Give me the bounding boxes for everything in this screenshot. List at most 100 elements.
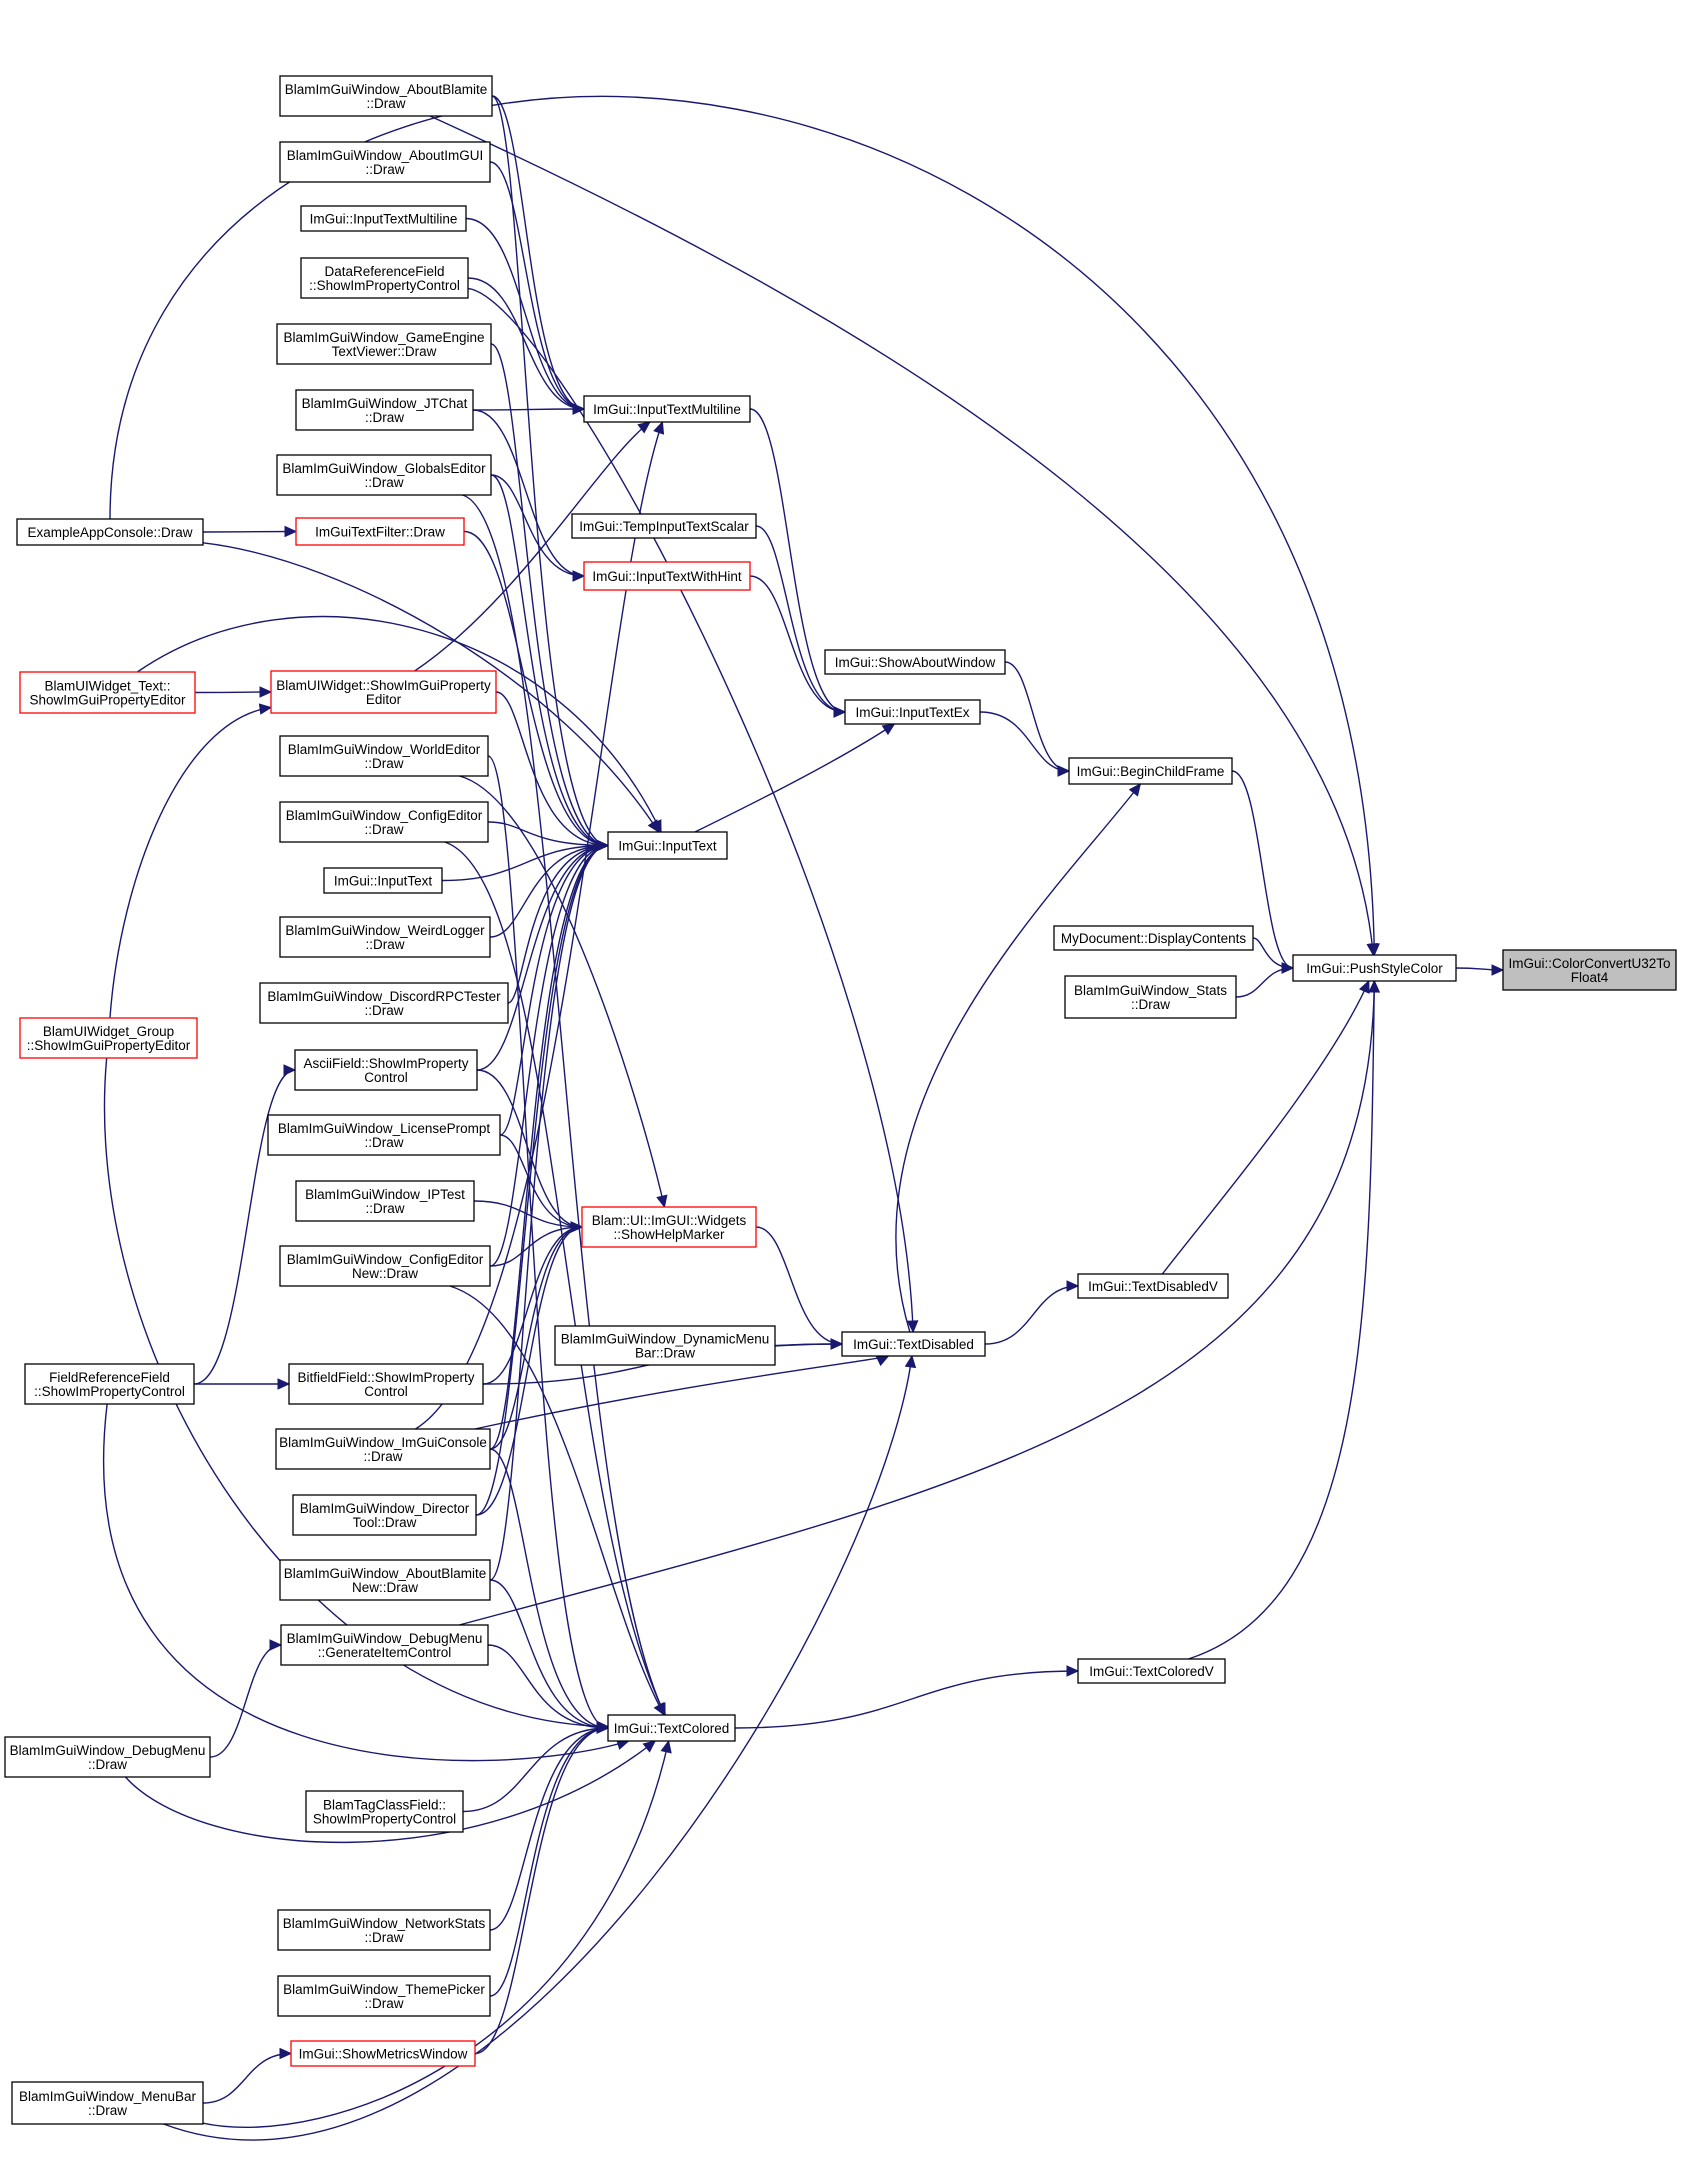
node-box[interactable]: [1502, 949, 1677, 991]
node-iptest[interactable]: BlamImGuiWindow_IPTest::Draw: [295, 1180, 475, 1222]
node-box[interactable]: [300, 257, 469, 299]
node-globals-editor[interactable]: BlamImGuiWindow_GlobalsEditor::Draw: [276, 454, 492, 496]
node-box[interactable]: [279, 735, 489, 777]
node-input-text-hub[interactable]: ImGui::InputText: [607, 831, 728, 860]
node-box[interactable]: [841, 1331, 986, 1357]
node-widget-group[interactable]: BlamUIWidget_Group::ShowImGuiPropertyEdi…: [19, 1017, 198, 1059]
node-input-text-ex[interactable]: ImGui::InputTextEx: [844, 699, 981, 725]
node-box[interactable]: [267, 1114, 501, 1156]
node-box[interactable]: [277, 1975, 491, 2017]
node-box[interactable]: [277, 1909, 491, 1951]
node-discord-rpc[interactable]: BlamImGuiWindow_DiscordRPCTester::Draw: [259, 982, 509, 1024]
node-text-colored[interactable]: ImGui::TextColored: [607, 1714, 736, 1742]
node-box[interactable]: [607, 831, 728, 860]
node-game-engine-text-viewer[interactable]: BlamImGuiWindow_GameEngineTextViewer::Dr…: [276, 323, 492, 365]
node-box[interactable]: [279, 141, 491, 183]
node-box[interactable]: [1064, 975, 1237, 1019]
node-box[interactable]: [275, 1428, 491, 1470]
node-box[interactable]: [554, 1325, 776, 1366]
node-data-reference-field[interactable]: DataReferenceField::ShowImPropertyContro…: [300, 257, 469, 299]
node-push[interactable]: ImGui::PushStyleColor: [1292, 954, 1457, 982]
node-input-text-multiline-hub[interactable]: ImGui::InputTextMultiline: [583, 395, 751, 423]
node-world-editor[interactable]: BlamImGuiWindow_WorldEditor::Draw: [279, 735, 489, 777]
node-text-colored-v[interactable]: ImGui::TextColoredV: [1077, 1658, 1226, 1684]
node-license-prompt[interactable]: BlamImGuiWindow_LicensePrompt::Draw: [267, 1114, 501, 1156]
node-box[interactable]: [279, 916, 491, 958]
node-begin-child-frame[interactable]: ImGui::BeginChildFrame: [1068, 757, 1233, 785]
node-text-disabled[interactable]: ImGui::TextDisabled: [841, 1331, 986, 1357]
node-box[interactable]: [323, 867, 443, 894]
node-temp-input-text-scalar[interactable]: ImGui::TempInputTextScalar: [571, 513, 757, 539]
node-bitfield-field[interactable]: BitfieldField::ShowImPropertyControl: [288, 1363, 484, 1405]
node-box[interactable]: [292, 1494, 477, 1536]
node-theme-picker[interactable]: BlamImGuiWindow_ThemePicker::Draw: [277, 1975, 491, 2017]
node-box[interactable]: [280, 1624, 489, 1666]
node-box[interactable]: [279, 1559, 491, 1601]
node-box[interactable]: [1068, 757, 1233, 785]
node-box[interactable]: [16, 518, 204, 546]
node-box[interactable]: [844, 699, 981, 725]
node-box[interactable]: [276, 323, 492, 365]
node-stats[interactable]: BlamImGuiWindow_Stats::Draw: [1064, 975, 1237, 1019]
node-box[interactable]: [279, 1245, 491, 1287]
node-box[interactable]: [295, 389, 474, 431]
node-about-blamite[interactable]: BlamImGuiWindow_AboutBlamite::Draw: [279, 75, 493, 117]
node-debug-menu-draw[interactable]: BlamImGuiWindow_DebugMenu::Draw: [4, 1736, 211, 1778]
node-text-disabled-v[interactable]: ImGui::TextDisabledV: [1077, 1273, 1229, 1299]
node-widget-show-property[interactable]: BlamUIWidget::ShowImGuiPropertyEditor: [270, 670, 497, 714]
node-tag-class-field[interactable]: BlamTagClassField::ShowImPropertyControl: [305, 1790, 464, 1833]
node-weird-logger[interactable]: BlamImGuiWindow_WeirdLogger::Draw: [279, 916, 491, 958]
node-box[interactable]: [19, 671, 196, 714]
node-ascii-field[interactable]: AsciiField::ShowImPropertyControl: [294, 1049, 478, 1091]
node-input-text-multiline-leaf[interactable]: ImGui::InputTextMultiline: [300, 205, 467, 232]
node-text-filter[interactable]: ImGuiTextFilter::Draw: [295, 517, 465, 546]
node-box[interactable]: [1077, 1658, 1226, 1684]
node-field-reference-field[interactable]: FieldReferenceField::ShowImPropertyContr…: [24, 1363, 195, 1405]
node-box[interactable]: [295, 517, 465, 546]
node-box[interactable]: [824, 649, 1006, 675]
node-jtchat[interactable]: BlamImGuiWindow_JTChat::Draw: [295, 389, 474, 431]
node-widget-text[interactable]: BlamUIWidget_Text::ShowImGuiPropertyEdit…: [19, 671, 196, 714]
node-box[interactable]: [279, 75, 493, 117]
node-box[interactable]: [581, 1206, 757, 1248]
node-network-stats[interactable]: BlamImGuiWindow_NetworkStats::Draw: [277, 1909, 491, 1951]
node-imgui-console[interactable]: BlamImGuiWindow_ImGuiConsole::Draw: [275, 1428, 491, 1470]
node-box[interactable]: [607, 1714, 736, 1742]
node-box[interactable]: [270, 670, 497, 714]
node-box[interactable]: [571, 513, 757, 539]
node-config-editor[interactable]: BlamImGuiWindow_ConfigEditor::Draw: [279, 801, 489, 843]
node-box[interactable]: [1053, 925, 1254, 951]
node-box[interactable]: [11, 2081, 204, 2125]
node-box[interactable]: [24, 1363, 195, 1405]
node-input-text-with-hint[interactable]: ImGui::InputTextWithHint: [583, 561, 751, 591]
node-my-document[interactable]: MyDocument::DisplayContents: [1053, 925, 1254, 951]
node-box[interactable]: [259, 982, 509, 1024]
node-box[interactable]: [276, 454, 492, 496]
node-box[interactable]: [295, 1180, 475, 1222]
node-show-help-marker[interactable]: Blam::UI::ImGUI::Widgets::ShowHelpMarker: [581, 1206, 757, 1248]
node-box[interactable]: [4, 1736, 211, 1778]
node-box[interactable]: [288, 1363, 484, 1405]
node-show-about-window[interactable]: ImGui::ShowAboutWindow: [824, 649, 1006, 675]
node-box[interactable]: [1077, 1273, 1229, 1299]
node-menu-bar[interactable]: BlamImGuiWindow_MenuBar::Draw: [11, 2081, 204, 2125]
node-input-text-leaf[interactable]: ImGui::InputText: [323, 867, 443, 894]
node-box[interactable]: [19, 1017, 198, 1059]
node-box[interactable]: [305, 1790, 464, 1833]
node-about-imgui[interactable]: BlamImGuiWindow_AboutImGUI::Draw: [279, 141, 491, 183]
node-box[interactable]: [300, 205, 467, 232]
node-box[interactable]: [279, 801, 489, 843]
node-box[interactable]: [294, 1049, 478, 1091]
node-box[interactable]: [583, 561, 751, 591]
node-show-metrics-window[interactable]: ImGui::ShowMetricsWindow: [290, 2040, 476, 2067]
node-box[interactable]: [290, 2040, 476, 2067]
node-box[interactable]: [1292, 954, 1457, 982]
node-debug-menu-generate[interactable]: BlamImGuiWindow_DebugMenu::GenerateItemC…: [280, 1624, 489, 1666]
node-example-app-console[interactable]: ExampleAppConsole::Draw: [16, 518, 204, 546]
node-box[interactable]: [583, 395, 751, 423]
